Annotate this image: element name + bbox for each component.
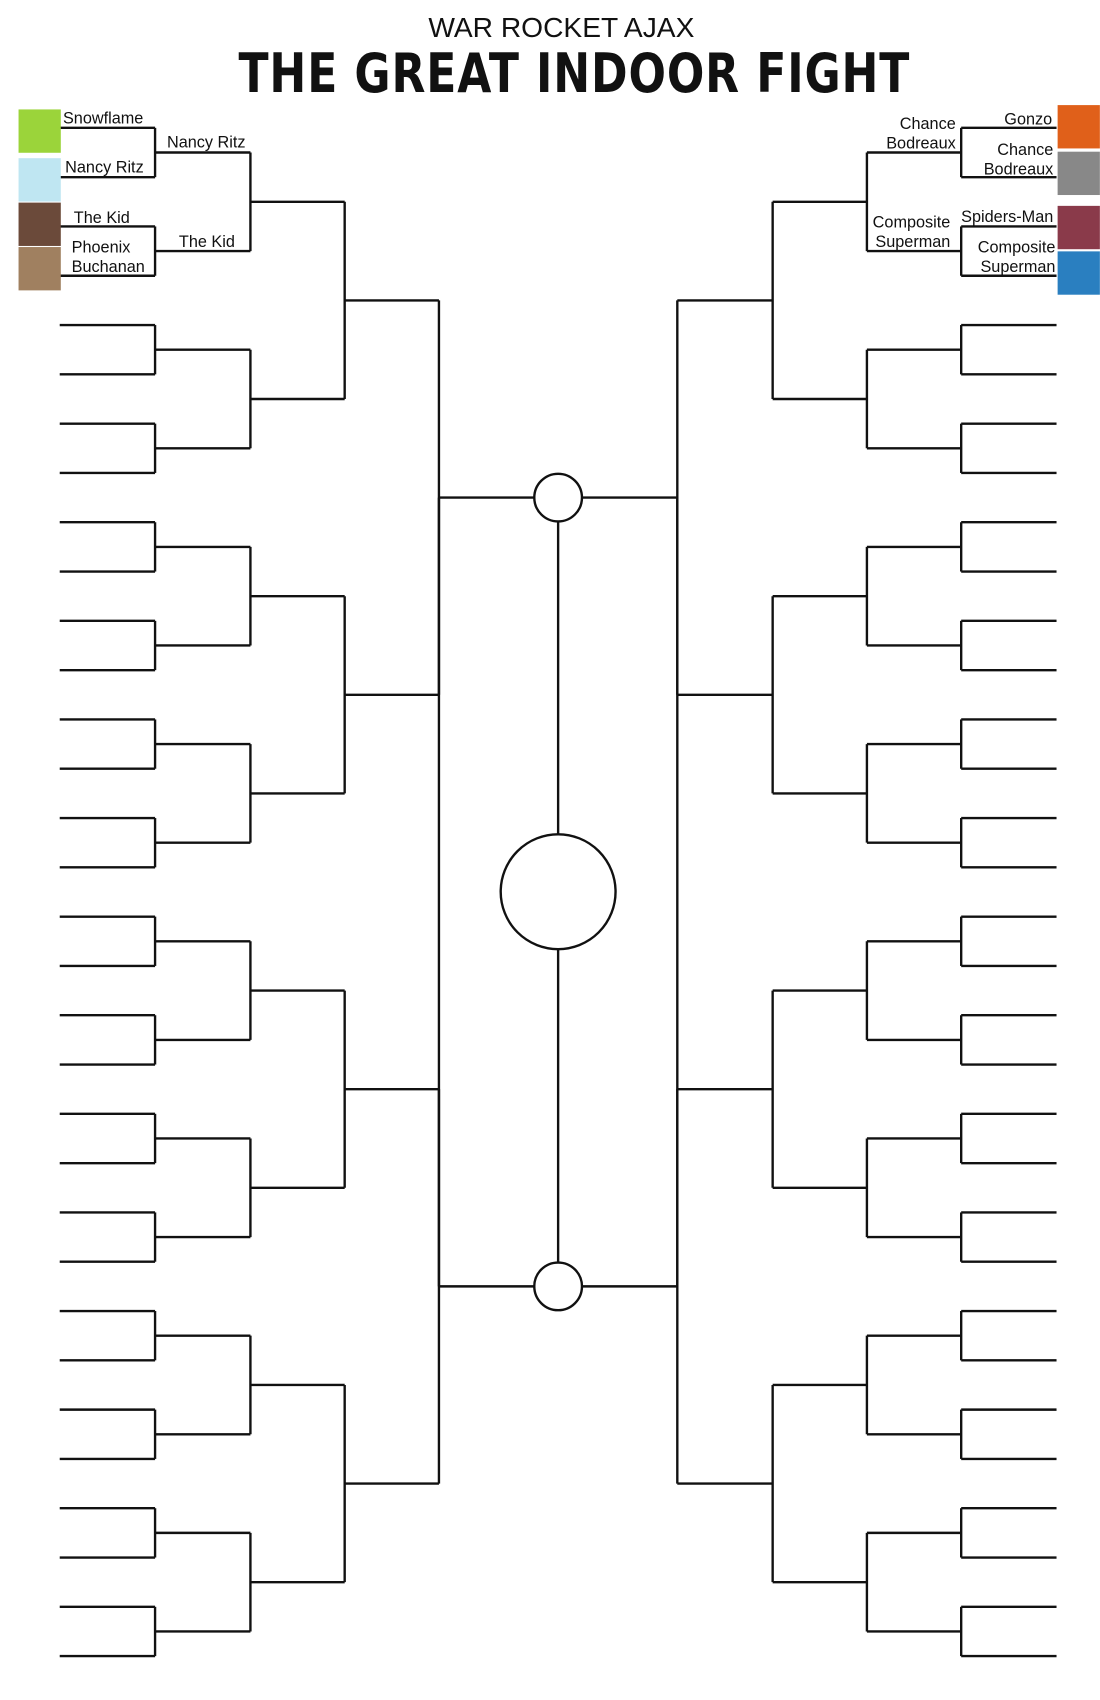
- snowflame-avatar: [18, 109, 61, 153]
- gonzo-avatar: [1057, 105, 1100, 149]
- page-title: THE GREAT INDOOR FIGHT: [238, 42, 910, 105]
- right-r2-label: Superman: [875, 233, 950, 251]
- right-r2-label: Composite: [873, 214, 951, 232]
- champion-slot: [499, 833, 617, 951]
- right-r1-label: Composite: [978, 238, 1056, 256]
- phoenix-buchanan-avatar: [18, 247, 61, 291]
- bracket-lines: [59, 126, 1057, 1658]
- the-kid-avatar: [18, 202, 61, 246]
- left-r1-label: Phoenix: [72, 238, 131, 256]
- right-r1-label: Superman: [980, 258, 1055, 276]
- right-r1-label: Spiders-Man: [961, 208, 1053, 226]
- left-r2-label: The Kid: [179, 233, 235, 251]
- avatars: [18, 105, 1100, 295]
- right-r2-label: Chance: [900, 115, 956, 133]
- right-r1-label: Bodreaux: [984, 160, 1054, 178]
- right-r1-label: Chance: [997, 141, 1053, 159]
- subtitle: WAR ROCKET AJAX: [428, 11, 694, 43]
- semifinal-top-slot: [533, 472, 584, 523]
- left-r1-label: Snowflame: [63, 110, 143, 128]
- spiders-man-avatar: [1057, 205, 1100, 250]
- right-r1-label: Gonzo: [1004, 111, 1052, 129]
- left-r2-label: Nancy Ritz: [167, 133, 246, 151]
- nancy-ritz-avatar: [18, 158, 61, 202]
- semifinal-bottom-slot: [533, 1261, 584, 1312]
- composite-superman-avatar: [1057, 251, 1100, 295]
- right-r2-label: Bodreaux: [886, 134, 956, 152]
- left-r1-label: Buchanan: [72, 258, 145, 276]
- left-r1-label: The Kid: [74, 209, 130, 227]
- left-r1-label: Nancy Ritz: [65, 158, 144, 176]
- chance-bodreaux-avatar: [1057, 151, 1100, 196]
